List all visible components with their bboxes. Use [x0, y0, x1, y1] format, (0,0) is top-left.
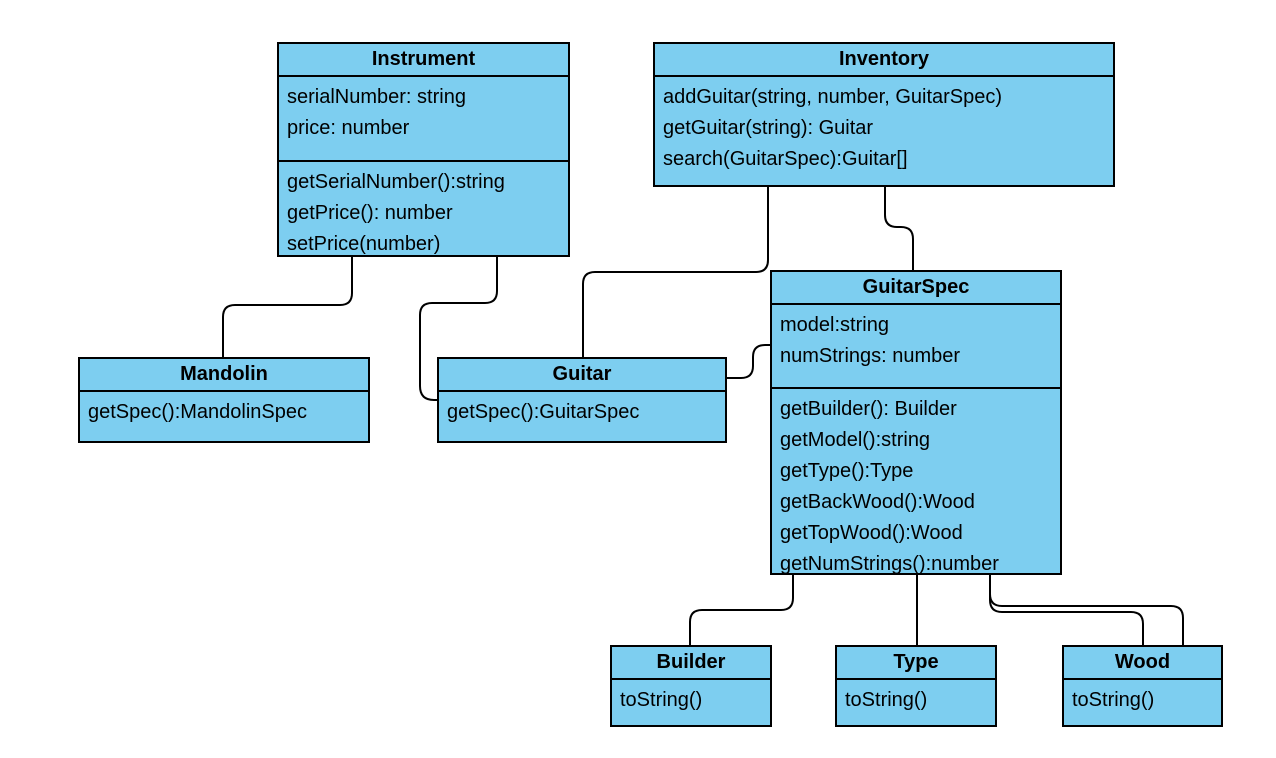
class-instrument: Instrument serialNumber: string price: n… — [277, 42, 570, 257]
attributes-compartment: model:string numStrings: number — [772, 305, 1060, 389]
method: setPrice(number) — [287, 233, 441, 255]
class-title-inventory: Inventory — [655, 44, 1113, 77]
method: getTopWood():Wood — [780, 522, 963, 544]
methods-compartment: getSerialNumber():string getPrice(): num… — [279, 162, 568, 255]
class-title-guitar: Guitar — [439, 359, 725, 392]
method: getSpec():GuitarSpec — [447, 401, 640, 423]
method: getPrice(): number — [287, 202, 453, 224]
attribute: price: number — [287, 117, 410, 139]
class-title-instrument: Instrument — [279, 44, 568, 77]
class-guitarspec: GuitarSpec model:string numStrings: numb… — [770, 270, 1062, 575]
methods-compartment: toString() — [1064, 680, 1221, 725]
class-title-wood: Wood — [1064, 647, 1221, 680]
methods-compartment: toString() — [837, 680, 995, 725]
class-title-type: Type — [837, 647, 995, 680]
method: getGuitar(string): Guitar — [663, 117, 874, 139]
methods-compartment: getSpec():GuitarSpec — [439, 392, 725, 441]
method: toString() — [620, 689, 703, 711]
association-inventory-guitarspec — [884, 187, 914, 270]
method: getModel():string — [780, 429, 931, 451]
class-guitar: Guitar getSpec():GuitarSpec — [437, 357, 727, 443]
method: getSpec():MandolinSpec — [88, 401, 308, 423]
methods-compartment: toString() — [612, 680, 770, 725]
method: getType():Type — [780, 460, 914, 482]
method: getBuilder(): Builder — [780, 398, 957, 420]
association-guitarspec-wood-back — [989, 575, 1144, 645]
method: getNumStrings():number — [780, 553, 999, 573]
method: addGuitar(string, number, GuitarSpec) — [663, 86, 1003, 108]
class-builder: Builder toString() — [610, 645, 772, 727]
class-type: Type toString() — [835, 645, 997, 727]
method: toString() — [1072, 689, 1155, 711]
association-guitarspec-builder — [689, 575, 794, 645]
association-guitar-guitarspec — [727, 344, 770, 379]
methods-compartment: addGuitar(string, number, GuitarSpec) ge… — [655, 77, 1113, 185]
class-title-mandolin: Mandolin — [80, 359, 368, 392]
class-mandolin: Mandolin getSpec():MandolinSpec — [78, 357, 370, 443]
method: getBackWood():Wood — [780, 491, 975, 513]
association-instrument-guitar — [419, 257, 498, 401]
association-inventory-guitar — [582, 187, 769, 357]
method: toString() — [845, 689, 928, 711]
association-instrument-mandolin — [222, 257, 353, 357]
class-title-builder: Builder — [612, 647, 770, 680]
class-inventory: Inventory addGuitar(string, number, Guit… — [653, 42, 1115, 187]
attribute: model:string — [780, 314, 889, 336]
methods-compartment: getSpec():MandolinSpec — [80, 392, 368, 441]
attributes-compartment: serialNumber: string price: number — [279, 77, 568, 162]
methods-compartment: getBuilder(): Builder getModel():string … — [772, 389, 1060, 573]
attribute: serialNumber: string — [287, 86, 466, 108]
method: search(GuitarSpec):Guitar[] — [663, 148, 908, 170]
class-title-guitarspec: GuitarSpec — [772, 272, 1060, 305]
association-guitarspec-wood-top — [989, 575, 1184, 645]
method: getSerialNumber():string — [287, 171, 505, 193]
class-wood: Wood toString() — [1062, 645, 1223, 727]
attribute: numStrings: number — [780, 345, 961, 367]
